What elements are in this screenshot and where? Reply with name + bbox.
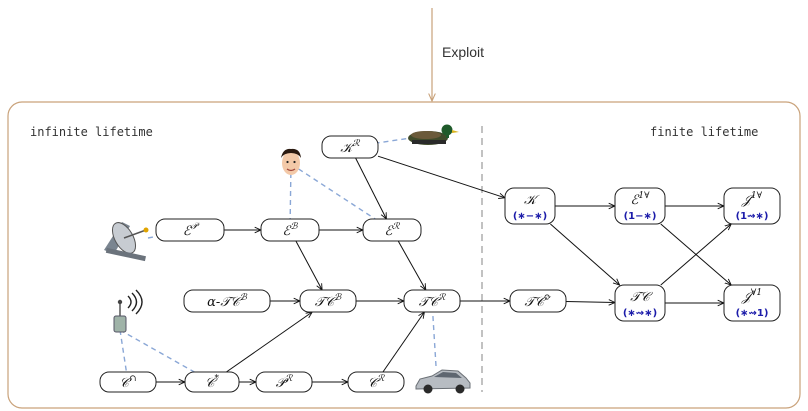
edge-TC-j1A <box>660 224 731 286</box>
edge-cR-tcR <box>382 312 424 373</box>
node-pR: 𝒫ℛ <box>255 371 313 393</box>
dashed-link-duck-kR <box>377 135 425 144</box>
node-eP: ℰ𝒫 <box>155 218 225 242</box>
car-icon <box>415 369 471 394</box>
duck-icon <box>408 124 459 145</box>
finite-lifetime-label: finite lifetime <box>650 125 758 139</box>
node-subscript: (∗⇝1) <box>736 308 769 319</box>
node-kR: 𝒦ℛ <box>321 135 379 159</box>
edge-tcO-TC <box>565 302 615 303</box>
node-label: 𝒦ℛ <box>340 139 360 156</box>
edge-kR-eR <box>355 157 387 219</box>
dashed-links <box>119 135 437 373</box>
antenna-icon <box>113 289 143 333</box>
dashed-link-dish-eP <box>147 235 157 239</box>
edge-K-TC <box>550 223 619 285</box>
node-alphaTCB: α-𝒯𝒞ℬ <box>183 289 271 313</box>
node-cStar: 𝒞* <box>184 371 240 393</box>
edge-eR-tcR <box>397 240 426 290</box>
node-tcO: 𝒯𝒞⟳ <box>509 289 567 313</box>
node-label: 𝒯𝒞ℛ <box>419 293 446 310</box>
lifetime-frame <box>7 101 801 409</box>
node-label: ℰ𝒫 <box>183 222 200 239</box>
node-tcR: 𝒯𝒞ℛ <box>403 289 461 313</box>
dashed-link-antenna-cStar <box>119 329 195 373</box>
node-K: 𝒦 (∗−∗) <box>504 187 556 225</box>
infinite-lifetime-label: infinite lifetime <box>30 125 153 139</box>
node-cR: 𝒞ℛ <box>347 371 405 393</box>
node-label: 𝒦 <box>524 193 540 208</box>
node-eB: ℰℬ <box>260 218 320 242</box>
dashed-link-antenna-cCap <box>119 329 128 373</box>
edge-cStar-tcB <box>226 312 312 373</box>
node-label: 𝒯𝒞ℬ <box>315 293 342 310</box>
satellite-dish-icon <box>104 222 149 262</box>
node-j1A: 𝒥1∀(1⇝∗) <box>723 187 781 225</box>
node-TC: 𝒯𝒞 (∗⇝∗) <box>614 284 666 322</box>
node-subscript: (∗−∗) <box>513 211 547 222</box>
node-eR: ℰℛ <box>362 218 422 242</box>
node-e1A: ℰ1∀ (1−∗) <box>614 187 666 225</box>
node-jA1: 𝒥∀1(∗⇝1) <box>723 284 781 322</box>
node-subscript: (∗⇝∗) <box>623 308 657 319</box>
node-label: 𝒯𝒞⟳ <box>525 293 552 310</box>
person-face-icon <box>281 148 301 175</box>
node-label: ℰ1∀ <box>630 191 650 208</box>
edge-kR-K <box>377 155 505 198</box>
node-label: ℰℛ <box>384 222 400 239</box>
node-subscript: (1⇝∗) <box>736 211 769 222</box>
node-label: α-𝒯𝒞ℬ <box>207 293 248 310</box>
node-cCap: 𝒞∩ <box>99 371 157 393</box>
edge-eB-tcB <box>295 240 322 290</box>
node-label: 𝒯𝒞 <box>630 290 653 305</box>
nodes: ℰ𝒫 ℰℬ ℰℛ 𝒦ℛ α-𝒯𝒞ℬ 𝒯𝒞ℬ 𝒯𝒞ℛ 𝒯𝒞⟳ 𝒞∩ 𝒞* 𝒫ℛ 𝒞ℛ 𝒦 (∗−∗) ℰ1∀ (… <box>99 135 781 393</box>
node-subscript: (1−∗) <box>624 211 657 222</box>
dashed-link-face-eR <box>290 163 376 220</box>
node-tcB: 𝒯𝒞ℬ <box>299 289 357 313</box>
exploit-label: Exploit <box>442 44 484 60</box>
node-label: ℰℬ <box>283 222 299 239</box>
dashed-link-car-tcR <box>431 311 437 367</box>
edges <box>156 155 731 382</box>
